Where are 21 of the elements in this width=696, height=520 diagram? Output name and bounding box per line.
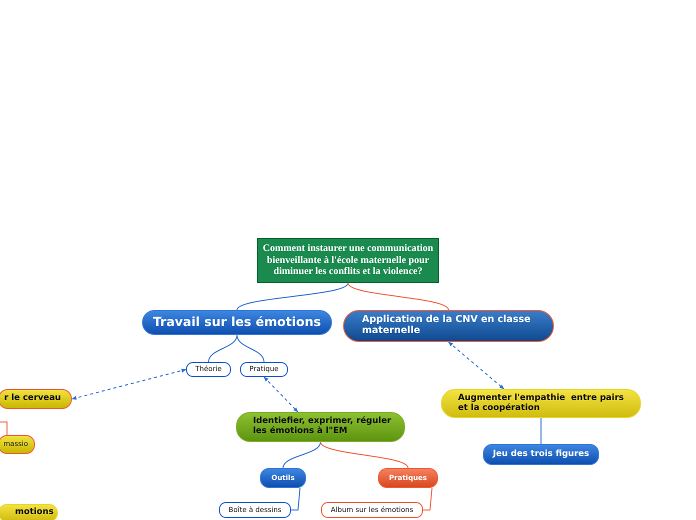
topic-box: Travail sur les émotions — [142, 310, 332, 335]
arrow — [264, 376, 298, 412]
topic-box: Augmenter l'empathie entre pairs et la coopération — [441, 389, 641, 418]
connector-line — [282, 442, 321, 468]
connector-line — [236, 282, 348, 310]
subtopic-box: Jeu des trois figures — [483, 444, 599, 465]
topic-box: Application de la CNV en classe maternelle — [343, 310, 554, 342]
connector-line — [540, 418, 542, 444]
connector-line — [422, 488, 432, 510]
connector-line — [348, 282, 449, 310]
connector-line — [0, 422, 8, 436]
topic-box: Identiefier, exprimer, réguler les émotions à l"EM — [236, 412, 405, 442]
connector-line — [236, 334, 264, 362]
connector-line — [290, 488, 300, 510]
arrow — [72, 368, 186, 400]
arrow — [448, 342, 504, 390]
question-box: Comment instaurer une communication bienveillante à l'école maternelle pour diminuer les conflits et la violence? — [257, 238, 439, 283]
connector-line — [208, 334, 238, 362]
topic-box: motions — [0, 504, 58, 520]
connector-line — [320, 442, 408, 468]
topic-box: r le cerveau — [0, 389, 72, 409]
